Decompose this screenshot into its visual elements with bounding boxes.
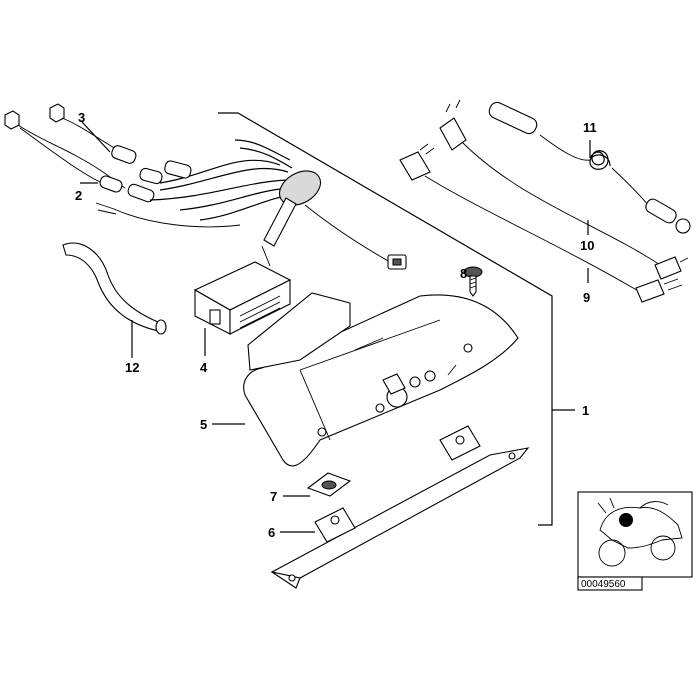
callout-1: 1 bbox=[582, 403, 589, 418]
bracket-6 bbox=[270, 425, 530, 589]
inset-thumbnail: 00049560 bbox=[577, 491, 693, 591]
callout-3: 3 bbox=[78, 110, 85, 125]
assembly-bracket-1 bbox=[218, 112, 575, 526]
main-harness bbox=[139, 139, 407, 270]
callout-5: 5 bbox=[200, 417, 207, 432]
callout-8: 8 bbox=[460, 266, 467, 281]
callout-9: 9 bbox=[583, 290, 590, 305]
hose-12 bbox=[62, 242, 167, 335]
housing-5 bbox=[243, 292, 519, 467]
cables-9-10-11 bbox=[399, 99, 691, 303]
connector-4 bbox=[193, 245, 292, 335]
callout-2: 2 bbox=[75, 188, 82, 203]
callout-7: 7 bbox=[270, 489, 277, 504]
callout-11: 11 bbox=[583, 120, 597, 135]
callout-10: 10 bbox=[580, 238, 594, 253]
screw-8 bbox=[463, 266, 483, 297]
clip-nut-7 bbox=[306, 472, 352, 497]
callout-12: 12 bbox=[125, 360, 139, 375]
cable-harness-2-3 bbox=[4, 103, 241, 228]
inset-code: 00049560 bbox=[581, 579, 626, 590]
callout-4: 4 bbox=[200, 360, 208, 375]
callout-6: 6 bbox=[268, 525, 275, 540]
callout-labels: 1 2 3 4 5 6 7 8 9 10 11 12 bbox=[75, 110, 597, 540]
motorcycle-icon bbox=[597, 497, 683, 567]
inset-frame bbox=[577, 491, 693, 578]
inset-code-box bbox=[577, 576, 643, 591]
leader-lines bbox=[80, 121, 591, 533]
